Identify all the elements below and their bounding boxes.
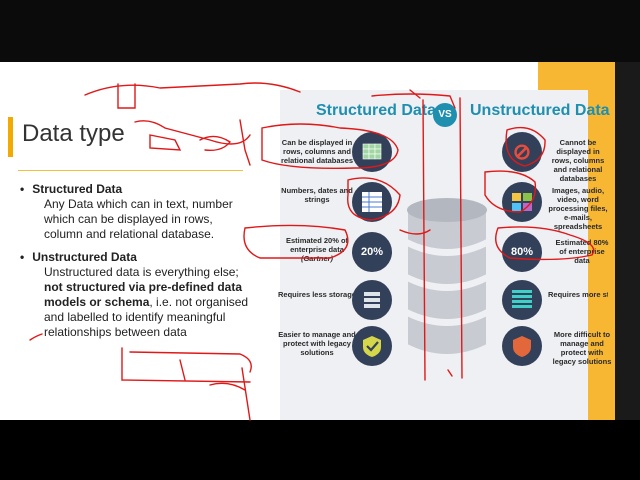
bullet-text-part: Unstructured data is everything else; bbox=[44, 265, 239, 279]
bullet-text-tail: , i.e. not organised and labelled to ide… bbox=[44, 295, 249, 339]
percent-20-icon: 20% bbox=[352, 232, 392, 272]
right-label-2: Images, audio, video, word processing fi… bbox=[548, 186, 608, 231]
right-black-strip bbox=[615, 62, 640, 420]
title-divider bbox=[18, 170, 243, 171]
no-entry-icon: ⊘ bbox=[502, 132, 542, 172]
percent-80-icon: 80% bbox=[502, 232, 542, 272]
title-accent bbox=[8, 117, 13, 157]
storage-rack-icon bbox=[502, 280, 542, 320]
left-label-4: Requires less storage bbox=[278, 290, 356, 299]
left-label-1: Can be displayed in rows, columns and re… bbox=[280, 138, 354, 165]
server-icon bbox=[352, 280, 392, 320]
right-label-1: Cannot be displayed in rows, columns and… bbox=[551, 138, 605, 183]
top-black-bar bbox=[0, 0, 640, 62]
structured-header: Structured Data bbox=[316, 102, 437, 119]
files-icon bbox=[502, 182, 542, 222]
spreadsheet-icon bbox=[352, 182, 392, 222]
slide-title: Data type bbox=[22, 120, 125, 147]
left-label-2: Numbers, dates and strings bbox=[281, 186, 353, 204]
bullet-text-bold: not structured via pre-defined data mode… bbox=[44, 280, 243, 309]
bullet-heading-structured: Structured Data bbox=[20, 182, 252, 197]
table-icon bbox=[352, 132, 392, 172]
unstructured-header: Unstructured Data bbox=[470, 102, 610, 119]
right-label-4: Requires more storage bbox=[548, 290, 608, 299]
left-label-5: Easier to manage and protect with legacy… bbox=[278, 330, 356, 357]
bottom-black-bar bbox=[0, 420, 640, 480]
bullet-text-unstructured: Unstructured data is everything else; no… bbox=[20, 265, 252, 340]
vs-badge: VS bbox=[433, 103, 457, 127]
right-label-3: Estimated 80% of enterprise data bbox=[555, 238, 609, 265]
bullet-heading-unstructured: Unstructured Data bbox=[20, 250, 252, 265]
left-label-3-main: Estimated 20% of enterprise data bbox=[285, 236, 349, 254]
left-label-3: Estimated 20% of enterprise data (Gartne… bbox=[276, 236, 358, 263]
shield-check-icon bbox=[352, 326, 392, 366]
left-label-3-italic: (Gartner) bbox=[300, 254, 334, 263]
slide: Data type Structured Data Any Data which… bbox=[0, 62, 615, 420]
shield-alert-icon bbox=[502, 326, 542, 366]
database-cylinder-icon bbox=[407, 198, 487, 356]
bullet-text-structured: Any Data which can in text, number which… bbox=[44, 197, 233, 241]
infographic: Structured Data VS Unstructured Data Can… bbox=[278, 90, 611, 420]
right-label-5: More difficult to manage and protect wit… bbox=[552, 330, 612, 366]
bullet-list: Structured Data Any Data which can in te… bbox=[20, 180, 252, 348]
